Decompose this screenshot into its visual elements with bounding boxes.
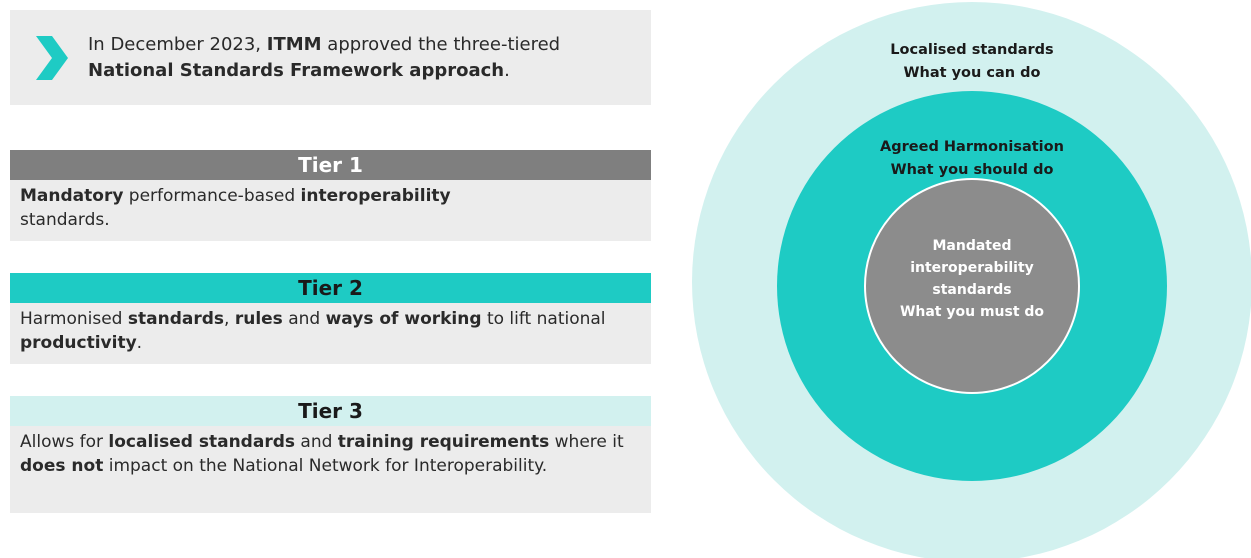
tier-3-title: Tier 3	[10, 396, 651, 426]
inner-label-line4: What you must do	[900, 304, 1044, 320]
tier-2-block: Tier 2 Harmonised standards, rules and w…	[10, 273, 651, 364]
tier-2-text-3: rules	[234, 309, 283, 329]
tier-2-text-0: Harmonised	[20, 309, 128, 329]
intro-text-framework: National Standards Framework approach	[88, 60, 505, 81]
intro-text-1: In December 2023,	[88, 34, 267, 55]
tier-3-text-0: Allows for	[20, 432, 109, 452]
tier-1-text-2: interoperability	[300, 186, 451, 206]
middle-label-line1: Agreed Harmonisation	[880, 139, 1064, 155]
tier-3-text-4: where it	[549, 432, 624, 452]
tier-3-text-3: training requirements	[337, 432, 550, 452]
tier-3-description: Allows for localised standards and train…	[10, 426, 651, 513]
chevron-right-icon	[36, 36, 68, 80]
tier-2-text-1: standards	[127, 309, 225, 329]
intro-text-2: approved the three-tiered	[321, 34, 561, 55]
tier-2-text-6: to lift national	[481, 309, 606, 329]
tier-1-description: Mandatory performance-based interoperabi…	[10, 180, 651, 241]
tier-2-title: Tier 2	[10, 273, 651, 303]
tier-1-text-0: Mandatory	[20, 186, 124, 206]
tier-1-text-1: performance-based	[123, 186, 301, 206]
tier-2-text-7: productivity	[20, 333, 137, 353]
inner-label-line2: interoperability	[910, 260, 1034, 276]
tier-1-text-3: standards.	[20, 210, 110, 230]
tier-3-text-5: does not	[20, 456, 104, 476]
inner-label-line1: Mandated	[932, 238, 1011, 254]
tier-1-block: Tier 1 Mandatory performance-based inter…	[10, 150, 651, 241]
intro-callout: In December 2023, ITMM approved the thre…	[10, 10, 651, 105]
tier-3-text-2: and	[295, 432, 338, 452]
inner-label-line3: standards	[932, 282, 1011, 298]
outer-label-line1: Localised standards	[890, 42, 1053, 58]
tier-1-title: Tier 1	[10, 150, 651, 180]
tier-3-block: Tier 3 Allows for localised standards an…	[10, 396, 651, 513]
intro-text-itmm: ITMM	[266, 34, 322, 55]
tier-3-text-6: impact on the National Network for Inter…	[103, 456, 548, 476]
outer-label-line2: What you can do	[904, 65, 1041, 81]
tier-2-description: Harmonised standards, rules and ways of …	[10, 303, 651, 364]
tier-2-text-4: and	[282, 309, 326, 329]
middle-label-line2: What you should do	[891, 162, 1054, 178]
inner-circle	[864, 178, 1080, 394]
concentric-circles-diagram: Localised standards What you can do Agre…	[692, 2, 1251, 558]
intro-text: In December 2023, ITMM approved the thre…	[88, 32, 643, 84]
intro-text-end: .	[504, 60, 510, 81]
tier-2-text-2: ,	[224, 309, 235, 329]
tier-3-text-1: localised standards	[108, 432, 295, 452]
tier-2-text-5: ways of working	[325, 309, 482, 329]
tier-2-text-8: .	[136, 333, 143, 353]
